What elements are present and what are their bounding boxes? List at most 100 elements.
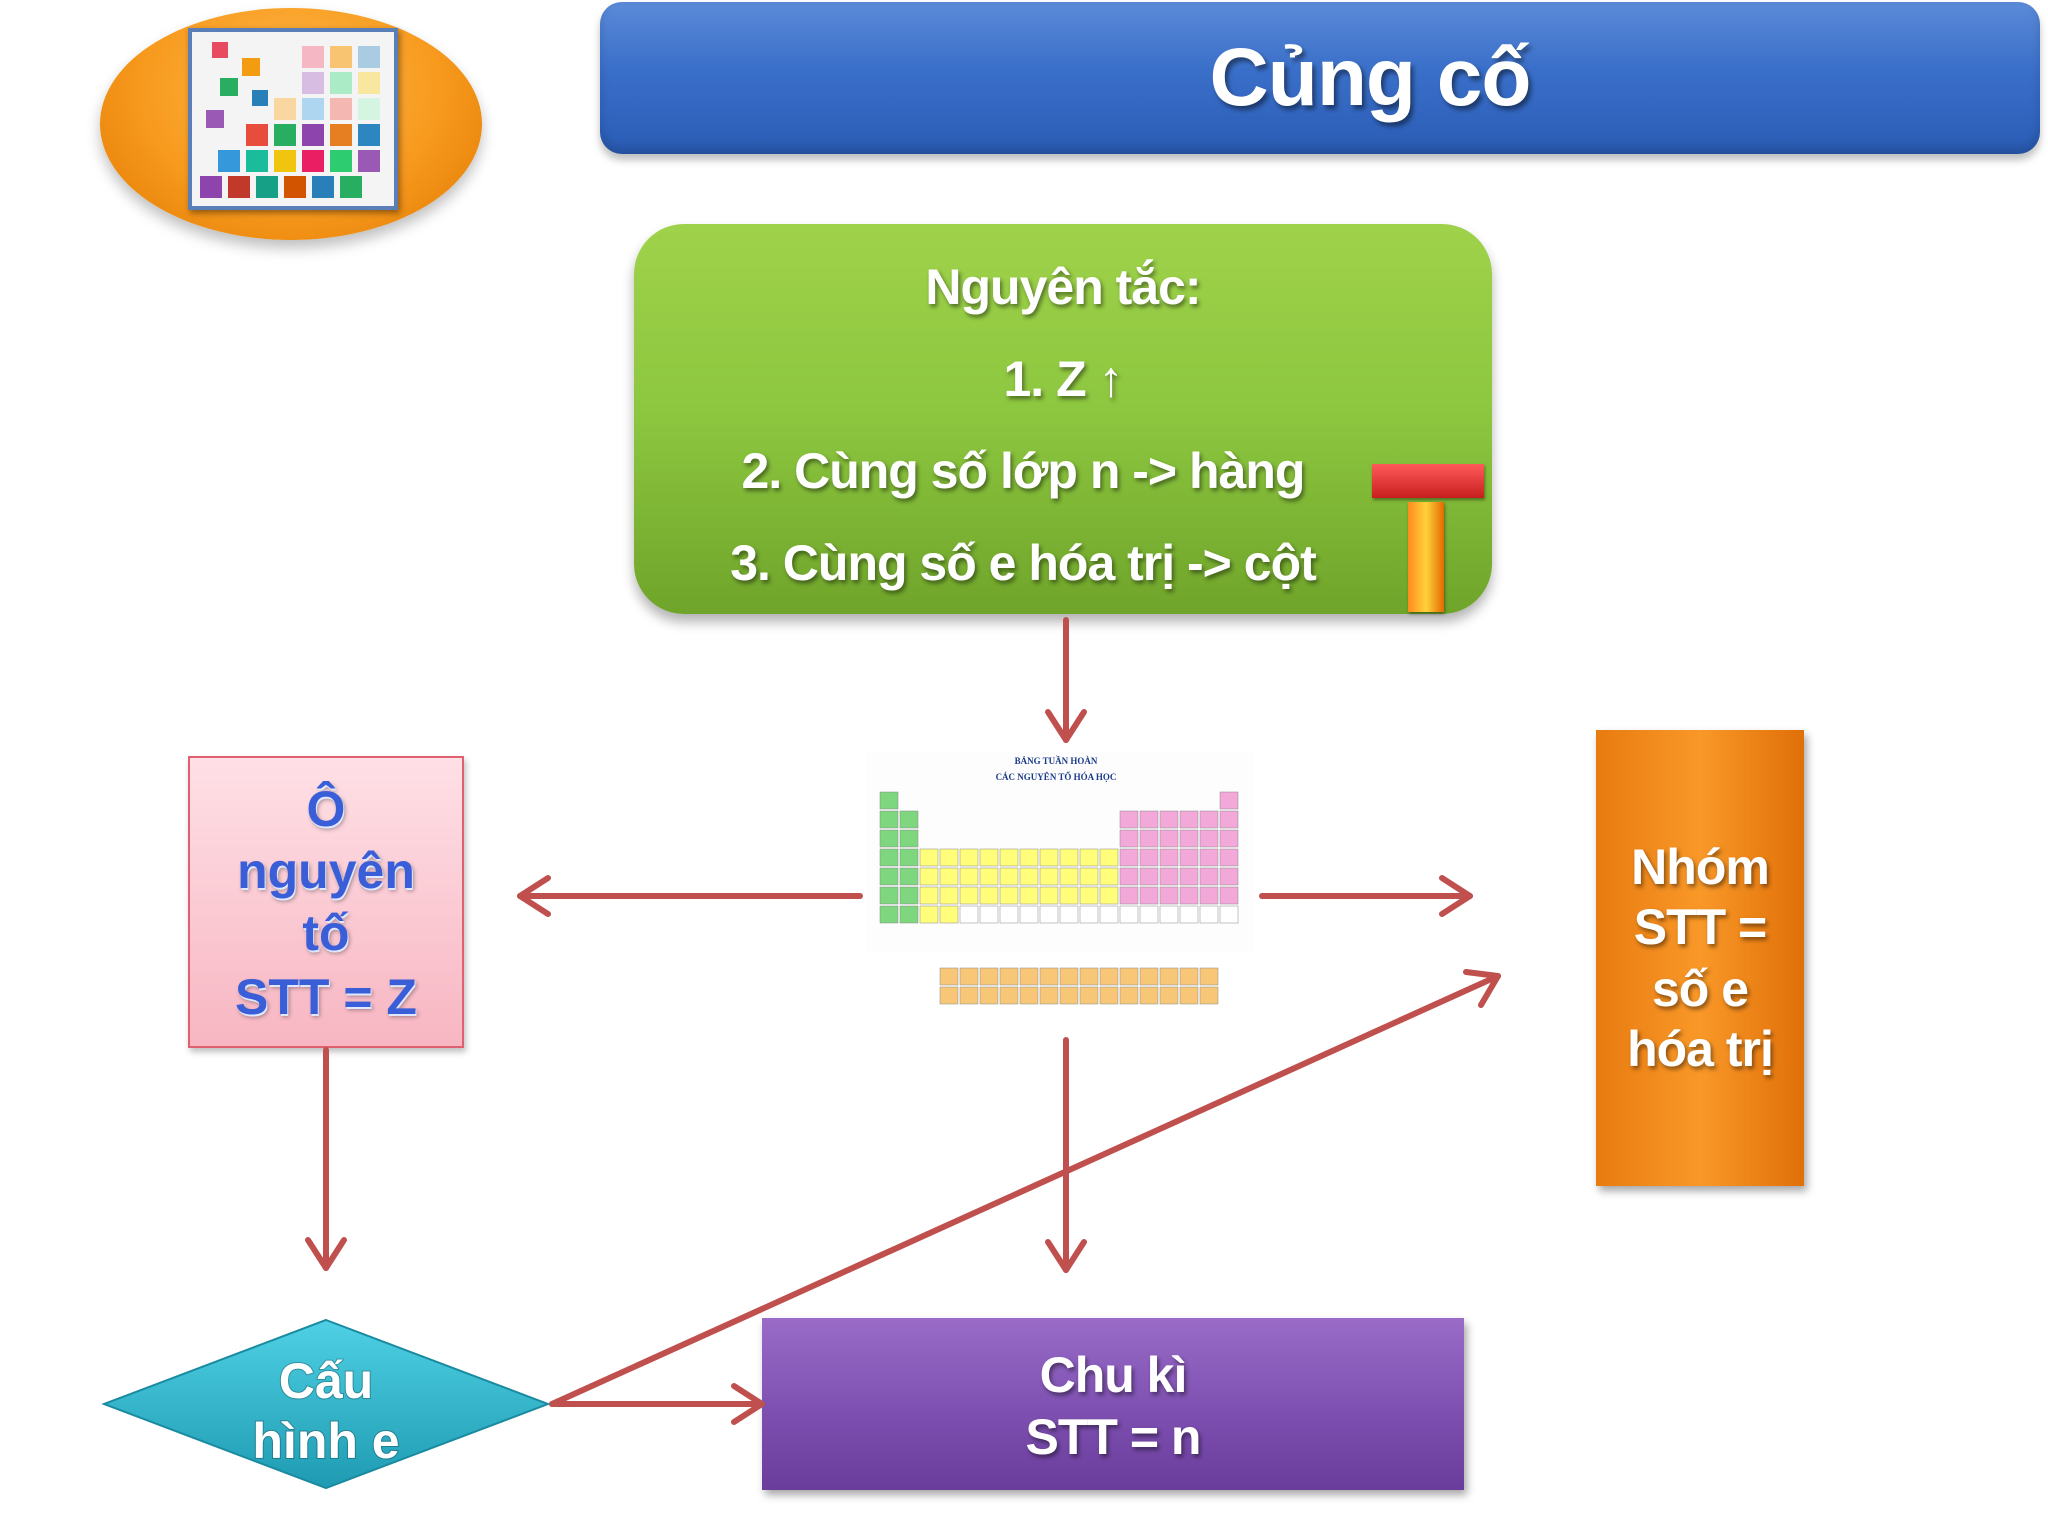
arrowhead [731, 1383, 765, 1425]
table-cell [1159, 810, 1179, 829]
table-cell [879, 791, 899, 810]
group-box: Nhóm STT = số e hóa trị [1596, 730, 1804, 1186]
table-cell [1159, 829, 1179, 848]
table-cell [1119, 967, 1139, 986]
table-cell [1039, 848, 1059, 867]
table-cell [899, 810, 919, 829]
group-box-line: hóa trị [1627, 1021, 1774, 1077]
principle-title: Nguyên tắc: [925, 259, 1201, 315]
table-cell [1219, 829, 1239, 848]
group-box-line: STT = [1633, 899, 1768, 955]
periodic-table-title: BẢNG TUẦN HOÀN [1015, 756, 1098, 766]
table-cell [919, 848, 939, 867]
table-cell [1159, 905, 1179, 924]
table-cell [1059, 867, 1079, 886]
table-cell [1179, 848, 1199, 867]
table-cell [1079, 886, 1099, 905]
table-cell [1119, 810, 1139, 829]
table-cell [939, 886, 959, 905]
table-cell [999, 967, 1019, 986]
arrowhead [1045, 1239, 1087, 1273]
table-cell [1139, 867, 1159, 886]
element-box-line: tố [302, 905, 350, 961]
table-cell [1019, 967, 1039, 986]
table-cell [1099, 867, 1119, 886]
table-cell [959, 886, 979, 905]
table-cell [1159, 867, 1179, 886]
table-cell [1179, 905, 1199, 924]
table-cell [1179, 829, 1199, 848]
table-cell [1219, 905, 1239, 924]
table-cell [1079, 867, 1099, 886]
table-cell [1119, 986, 1139, 1005]
element-box-line: Ô [306, 781, 346, 837]
group-box-line: số e [1651, 961, 1749, 1017]
table-cell [1019, 886, 1039, 905]
table-cell [1039, 905, 1059, 924]
table-cell [1099, 848, 1119, 867]
table-cell [1219, 867, 1239, 886]
table-cell [1139, 886, 1159, 905]
table-cell [999, 905, 1019, 924]
table-cell [919, 905, 939, 924]
table-cell [999, 886, 1019, 905]
table-cell [979, 967, 999, 986]
table-cell [1059, 905, 1079, 924]
table-cell [879, 905, 899, 924]
table-cell [999, 867, 1019, 886]
table-cell [939, 986, 959, 1005]
table-cell [1039, 986, 1059, 1005]
table-cell [1099, 967, 1119, 986]
table-cell [1059, 848, 1079, 867]
table-cell [879, 886, 899, 905]
config-line: hình e [252, 1413, 399, 1469]
table-cell [1059, 986, 1079, 1005]
period-box-line: Chu kì [1039, 1347, 1188, 1403]
table-cell [1079, 967, 1099, 986]
table-cell [1039, 867, 1059, 886]
table-cell [1119, 848, 1139, 867]
table-cell [959, 967, 979, 986]
table-cell [1039, 967, 1059, 986]
table-cell [1139, 810, 1159, 829]
table-cell [939, 967, 959, 986]
table-cell [899, 829, 919, 848]
element-box-line: nguyên [237, 843, 415, 899]
page-title: Củng cố [1209, 32, 1532, 123]
table-cell [1139, 905, 1159, 924]
table-cell [1199, 986, 1219, 1005]
table-cell [1139, 829, 1159, 848]
table-cell [1199, 810, 1219, 829]
group-box-line: Nhóm [1631, 839, 1770, 895]
table-cell [879, 829, 899, 848]
table-cell [899, 905, 919, 924]
table-cell [1039, 886, 1059, 905]
table-cell [999, 848, 1019, 867]
table-cell [1199, 848, 1219, 867]
table-cell [979, 867, 999, 886]
table-cell [919, 867, 939, 886]
periodic-blocks-icon [188, 28, 398, 210]
table-cell [1099, 886, 1119, 905]
table-cell [1019, 986, 1039, 1005]
table-cell [979, 886, 999, 905]
table-cell [1059, 886, 1079, 905]
config-diamond [101, 1318, 551, 1490]
table-cell [1219, 810, 1239, 829]
table-cell [959, 905, 979, 924]
table-cell [919, 886, 939, 905]
table-cell [1139, 848, 1159, 867]
table-cell [1019, 905, 1039, 924]
table-cell [1179, 867, 1199, 886]
table-cell [1179, 810, 1199, 829]
arrowhead [1045, 709, 1087, 743]
table-cell [979, 848, 999, 867]
element-cell-box: Ô nguyên tố STT = Z [188, 756, 464, 1048]
periodic-table-graphic: BẢNG TUẦN HOÀN CÁC NGUYÊN TỐ HÓA HỌC [866, 752, 1254, 1005]
arrowhead [305, 1237, 347, 1271]
table-cell [1179, 967, 1199, 986]
arrowhead [1439, 875, 1473, 917]
table-cell [1159, 886, 1179, 905]
table-cell [1199, 886, 1219, 905]
table-cell [1159, 986, 1179, 1005]
